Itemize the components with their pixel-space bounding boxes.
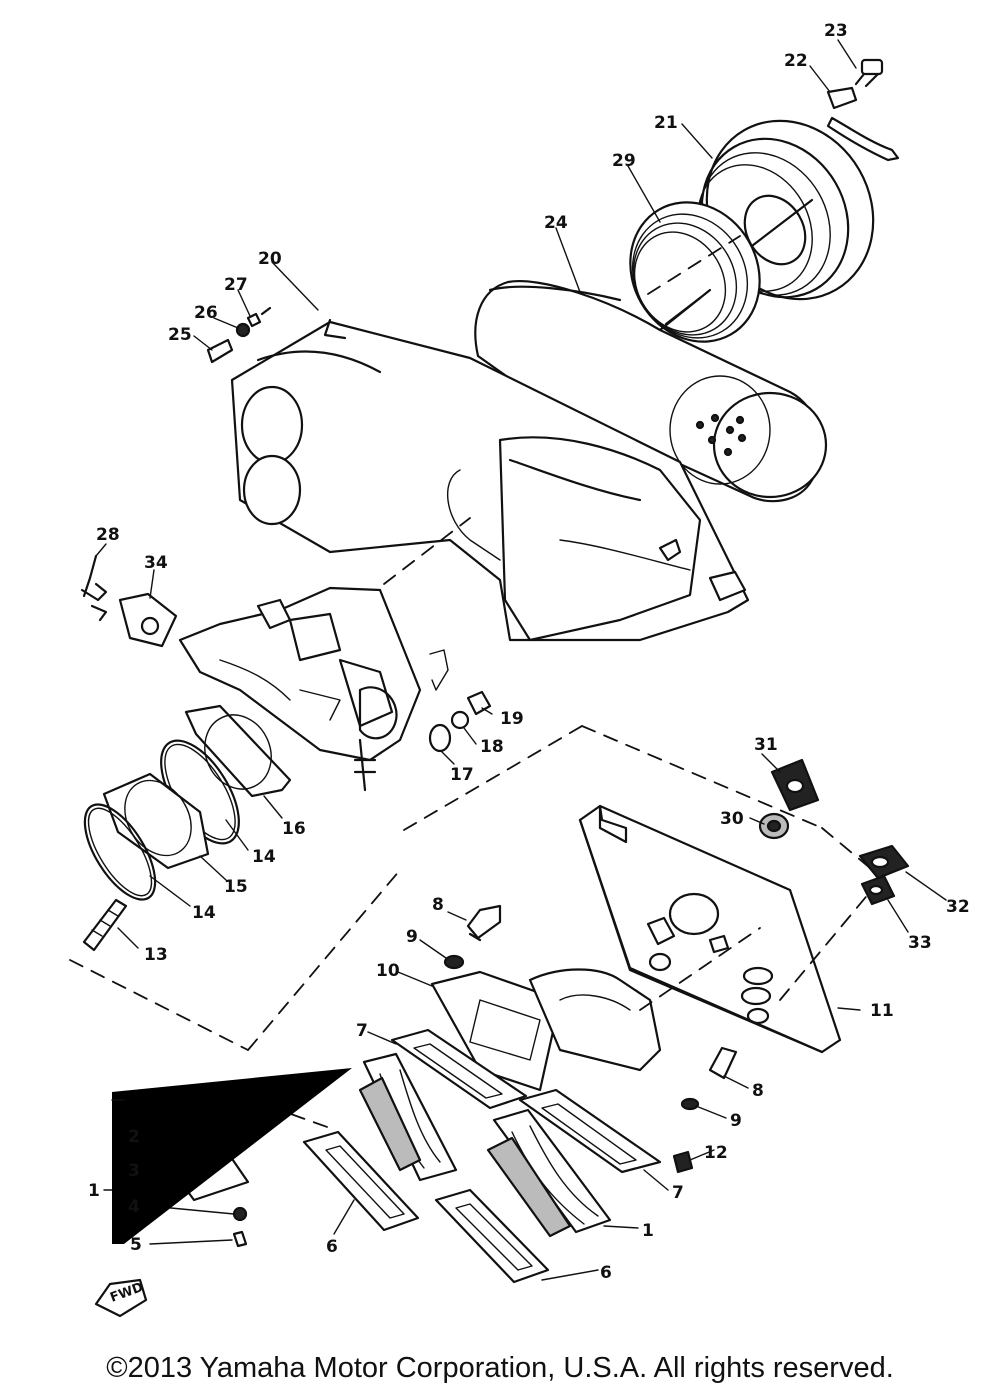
- gasket-16: [184, 704, 292, 798]
- nut-27: [246, 306, 272, 328]
- grommet-32: [858, 844, 910, 880]
- label-22: 22: [784, 51, 808, 71]
- label-19: 19: [500, 709, 524, 729]
- label-18: 18: [480, 737, 504, 757]
- reed-valve-assembly-1-right: [486, 1108, 612, 1238]
- bolt-12: [672, 1150, 694, 1174]
- label-34: 34: [144, 553, 168, 573]
- label-30: 30: [720, 809, 744, 829]
- label-20: 20: [258, 249, 282, 269]
- washer-26: [235, 322, 251, 338]
- label-23: 23: [824, 21, 848, 41]
- label-24: 24: [544, 213, 568, 233]
- label-26: 26: [194, 303, 218, 323]
- label-9-lower: 9: [730, 1111, 742, 1131]
- label-8-lower: 8: [752, 1081, 764, 1101]
- washer-9-lower: [680, 1097, 700, 1111]
- label-6-right: 6: [600, 1263, 612, 1283]
- label-8-upper: 8: [432, 895, 444, 915]
- label-4: 4: [128, 1197, 140, 1217]
- exploded-parts-diagram: FWD: [69, 21, 970, 1318]
- label-1-right: 1: [642, 1221, 654, 1241]
- label-3: 3: [128, 1161, 140, 1181]
- o-ring-14b: [83, 803, 157, 901]
- label-21: 21: [654, 113, 678, 133]
- grommet-33: [860, 874, 896, 906]
- gasket-15: [102, 772, 210, 870]
- collar-17: [428, 723, 452, 753]
- carburetor-assembly: [178, 586, 449, 792]
- bolt-8-upper: [466, 904, 502, 942]
- label-29: 29: [612, 151, 636, 171]
- forward-direction-stamp: FWD: [94, 1278, 148, 1318]
- label-2: 2: [128, 1127, 140, 1147]
- label-14-upper: 14: [252, 847, 276, 867]
- clip-22: [826, 86, 900, 162]
- label-33: 33: [908, 933, 932, 953]
- label-13: 13: [144, 945, 168, 965]
- mounting-plate-11: [578, 804, 842, 1054]
- label-6-left: 6: [326, 1237, 338, 1257]
- gasket-6-left: [302, 1130, 420, 1232]
- label-32: 32: [946, 897, 970, 917]
- label-7-upper: 7: [356, 1021, 368, 1041]
- label-25: 25: [168, 325, 192, 345]
- label-7-lower: 7: [672, 1183, 684, 1203]
- screw-5: [232, 1230, 248, 1248]
- reed-valve-assembly-1-left: [358, 1052, 458, 1182]
- stud-13: [82, 898, 128, 952]
- copyright-notice: ©2013 Yamaha Motor Corporation, U.S.A. A…: [106, 1352, 894, 1384]
- washer-4: [232, 1206, 248, 1222]
- grommet-30: [758, 812, 790, 840]
- silencer-body-20: [230, 318, 750, 642]
- label-9-upper: 9: [406, 927, 418, 947]
- bolt-25: [206, 338, 234, 364]
- bolt-23: [854, 58, 884, 88]
- label-14-lower: 14: [192, 903, 216, 923]
- washer-18: [450, 710, 470, 730]
- grommet-31: [770, 758, 820, 812]
- washer-9-upper: [443, 954, 465, 970]
- nut-19: [466, 690, 492, 716]
- intake-manifold-10: [430, 968, 662, 1092]
- gasket-7-lower: [518, 1088, 662, 1174]
- label-5: 5: [130, 1235, 142, 1255]
- spring-28: [80, 554, 108, 622]
- label-16: 16: [282, 819, 306, 839]
- label-28: 28: [96, 525, 120, 545]
- label-11: 11: [870, 1001, 894, 1021]
- label-10: 10: [376, 961, 400, 981]
- label-12: 12: [704, 1143, 728, 1163]
- label-31: 31: [754, 735, 778, 755]
- bracket-34: [118, 592, 178, 648]
- label-15: 15: [224, 877, 248, 897]
- gasket-6-right: [434, 1188, 550, 1284]
- leader-lines: [95, 39, 947, 1281]
- filter-element-29: [629, 201, 761, 343]
- bolt-8-lower: [708, 1046, 738, 1080]
- label-27: 27: [224, 275, 248, 295]
- callout-labels: 23 22 21 29 24 20 27 26 25 28 34 19 18 1…: [88, 21, 970, 1283]
- label-1-left: 1: [88, 1181, 100, 1201]
- assembly-guide-lines: [69, 235, 871, 1129]
- intake-duct-24: [474, 280, 828, 503]
- label-17: 17: [450, 765, 474, 785]
- gasket-7-upper: [390, 1028, 528, 1110]
